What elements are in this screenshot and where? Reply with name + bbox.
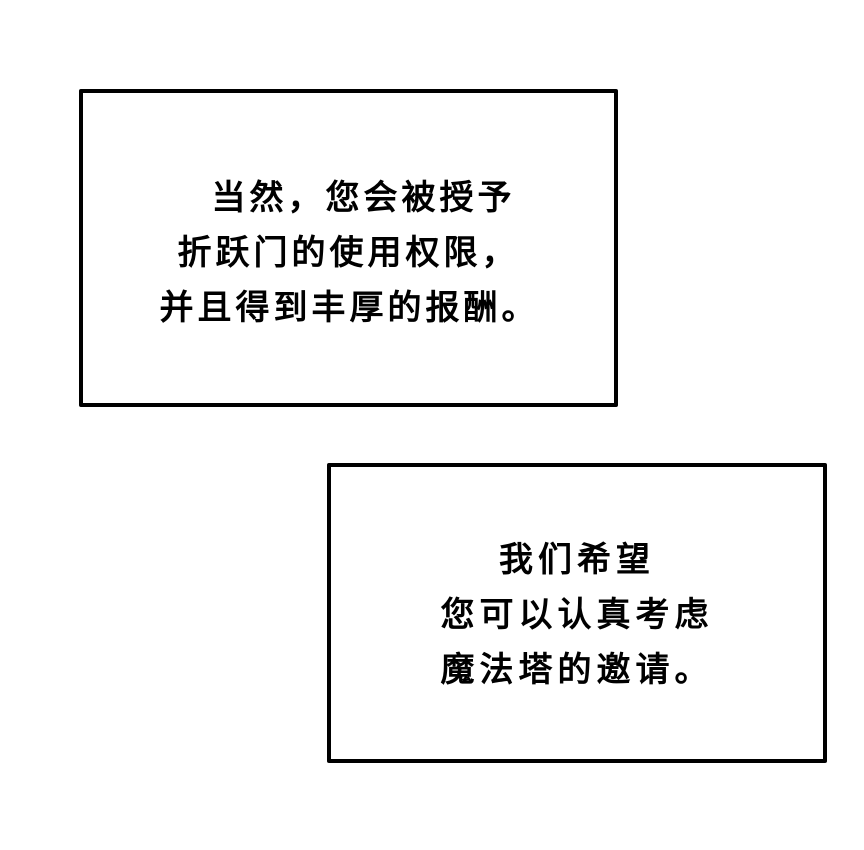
- dialogue-text-2: 我们希望 您可以认真考虑 魔法塔的邀请。: [331, 533, 823, 698]
- dialogue-box-1: 当然，您会被授予 折跃门的使用权限， 并且得到丰厚的报酬。: [79, 89, 618, 407]
- dialogue-line: 并且得到丰厚的报酬。: [159, 288, 540, 328]
- dialogue-line: 我们希望: [499, 540, 655, 580]
- dialogue-line: 折跃门的使用权限，: [177, 233, 520, 273]
- dialogue-box-2: 我们希望 您可以认真考虑 魔法塔的邀请。: [327, 463, 827, 763]
- dialogue-text-1: 当然，您会被授予 折跃门的使用权限， 并且得到丰厚的报酬。: [83, 171, 614, 336]
- dialogue-line: 魔法塔的邀请。: [440, 650, 714, 690]
- dialogue-line: 您可以认真考虑: [440, 595, 714, 635]
- dialogue-line: 当然，您会被授予: [211, 178, 516, 218]
